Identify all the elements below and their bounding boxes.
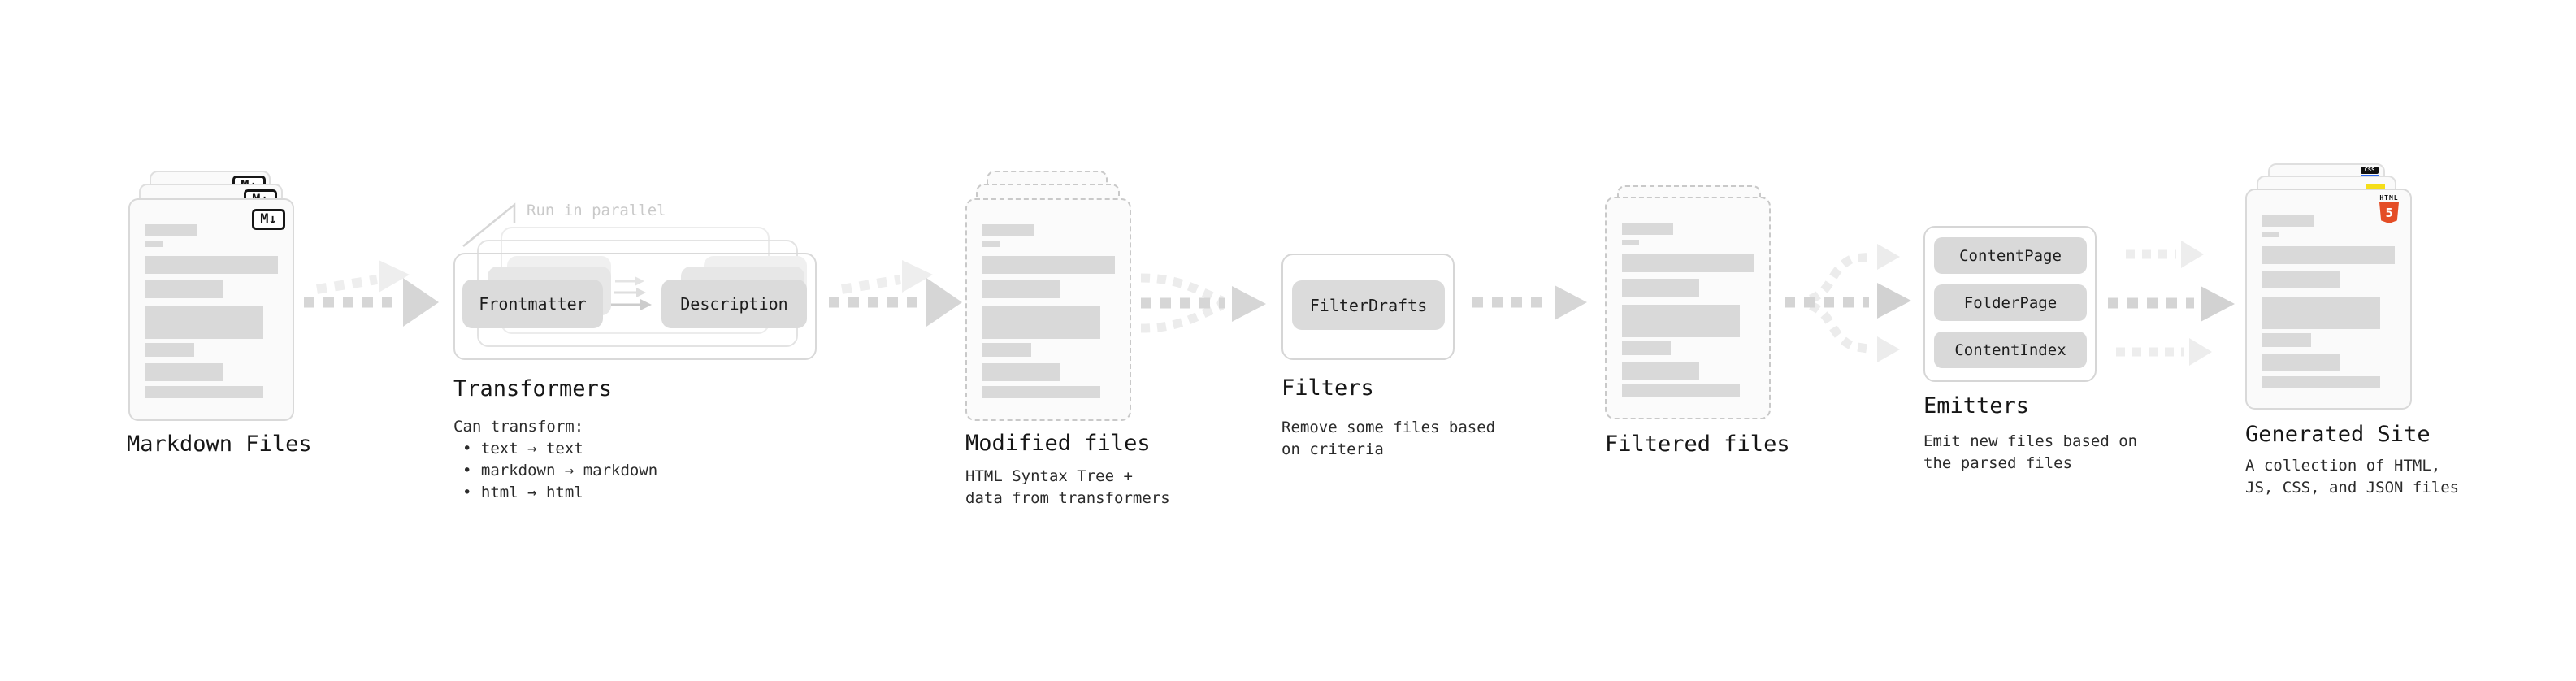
arrow-filters-to-filtered	[1472, 285, 1587, 320]
filters-title: Filters	[1281, 375, 1374, 401]
emitters-title: Emitters	[1923, 393, 2030, 419]
filters-description: Remove some files based on criteria	[1281, 417, 1495, 461]
arrow-emitters-to-generated	[2108, 241, 2235, 366]
arrow-markdown-to-transformers	[304, 260, 439, 327]
filters-desc-line: Remove some files based	[1281, 419, 1496, 436]
content-index-pill: ContentIndex	[1934, 332, 2087, 368]
modified-files-description: HTML Syntax Tree + data from transformer…	[965, 466, 1170, 510]
placeholder-text-lines	[145, 224, 278, 398]
run-in-parallel-callout-line	[462, 202, 516, 247]
markdown-files-title: Markdown Files	[127, 432, 312, 457]
modified-files-title: Modified files	[965, 431, 1151, 456]
arrow-modified-to-filters	[1140, 273, 1266, 333]
generated-site-desc-line: JS, CSS, and JSON files	[2245, 479, 2460, 497]
modified-files-desc-line: data from transformers	[965, 489, 1170, 507]
transformers-bullet: • text → text	[462, 440, 583, 458]
placeholder-text-lines	[2262, 215, 2395, 388]
modified-file-card	[965, 198, 1131, 421]
markdown-file-card: M↓	[128, 198, 294, 421]
transformers-title: Transformers	[453, 376, 613, 401]
emitters-description: Emit new files based on the parsed files	[1923, 431, 2137, 475]
transformers-bullet: • markdown → markdown	[462, 462, 658, 479]
transformer-step-arrows	[609, 276, 652, 310]
content-page-pill: ContentPage	[1934, 237, 2087, 274]
transformer-box	[453, 253, 817, 360]
placeholder-text-lines	[982, 224, 1115, 398]
html5-icon: HTML 5	[2379, 194, 2400, 223]
emitters-desc-line: Emit new files based on	[1923, 432, 2138, 450]
generated-site-description: A collection of HTML, JS, CSS, and JSON …	[2245, 455, 2459, 499]
folder-page-pill: FolderPage	[1934, 284, 2087, 321]
transformer-frontmatter-pill: Frontmatter	[462, 280, 603, 328]
run-in-parallel-label: Run in parallel	[527, 202, 666, 219]
transformers-description: Can transform: • text → text • markdown …	[453, 416, 657, 504]
arrow-filtered-to-emitters	[1785, 244, 1911, 362]
transformers-lead: Can transform:	[453, 418, 584, 436]
emitters-desc-line: the parsed files	[1923, 454, 2073, 472]
generated-site-card: HTML 5	[2245, 189, 2412, 410]
placeholder-text-lines	[1622, 223, 1754, 397]
transformer-description-pill: Description	[661, 280, 807, 328]
arrow-transformers-to-modified	[829, 260, 962, 327]
modified-files-desc-line: HTML Syntax Tree +	[965, 467, 1133, 485]
filters-desc-line: on criteria	[1281, 440, 1384, 458]
transformers-bullet: • html → html	[462, 484, 583, 501]
filtered-files-title: Filtered files	[1605, 432, 1790, 457]
filter-drafts-pill: FilterDrafts	[1292, 280, 1445, 330]
filtered-file-card	[1605, 197, 1771, 419]
markdown-icon: M↓	[252, 209, 285, 230]
generated-site-title: Generated Site	[2245, 422, 2431, 447]
generated-site-desc-line: A collection of HTML,	[2245, 457, 2441, 475]
